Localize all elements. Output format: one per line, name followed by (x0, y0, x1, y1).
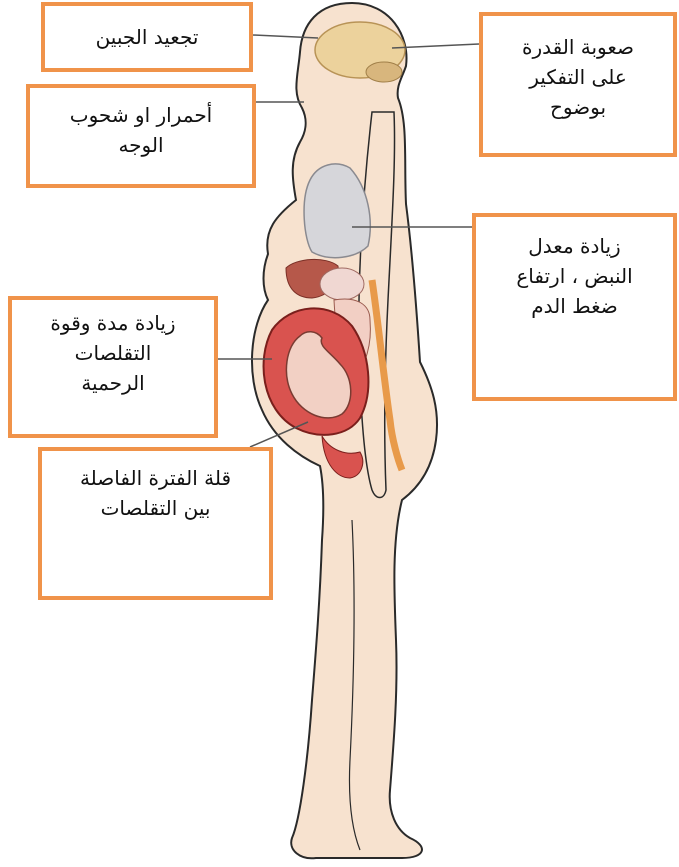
label-pulse-blood-pressure: زيادة معدل النبض ، ارتفاع ضغط الدم (472, 213, 677, 401)
label-facial-flushing: أحمرار او شحوب الوجه (26, 84, 256, 188)
label-frowning-forehead: تجعيد الجبين (41, 2, 253, 72)
label-thinking-difficulty: صعوبة القدرة على التفكير بوضوح (479, 12, 677, 157)
cerebellum (366, 62, 402, 82)
label-uterine-contractions: زيادة مدة وقوة التقلصات الرحمية (8, 296, 218, 438)
stomach (320, 268, 364, 300)
label-contraction-interval: قلة الفترة الفاصلة بين التقلصات (38, 447, 273, 600)
